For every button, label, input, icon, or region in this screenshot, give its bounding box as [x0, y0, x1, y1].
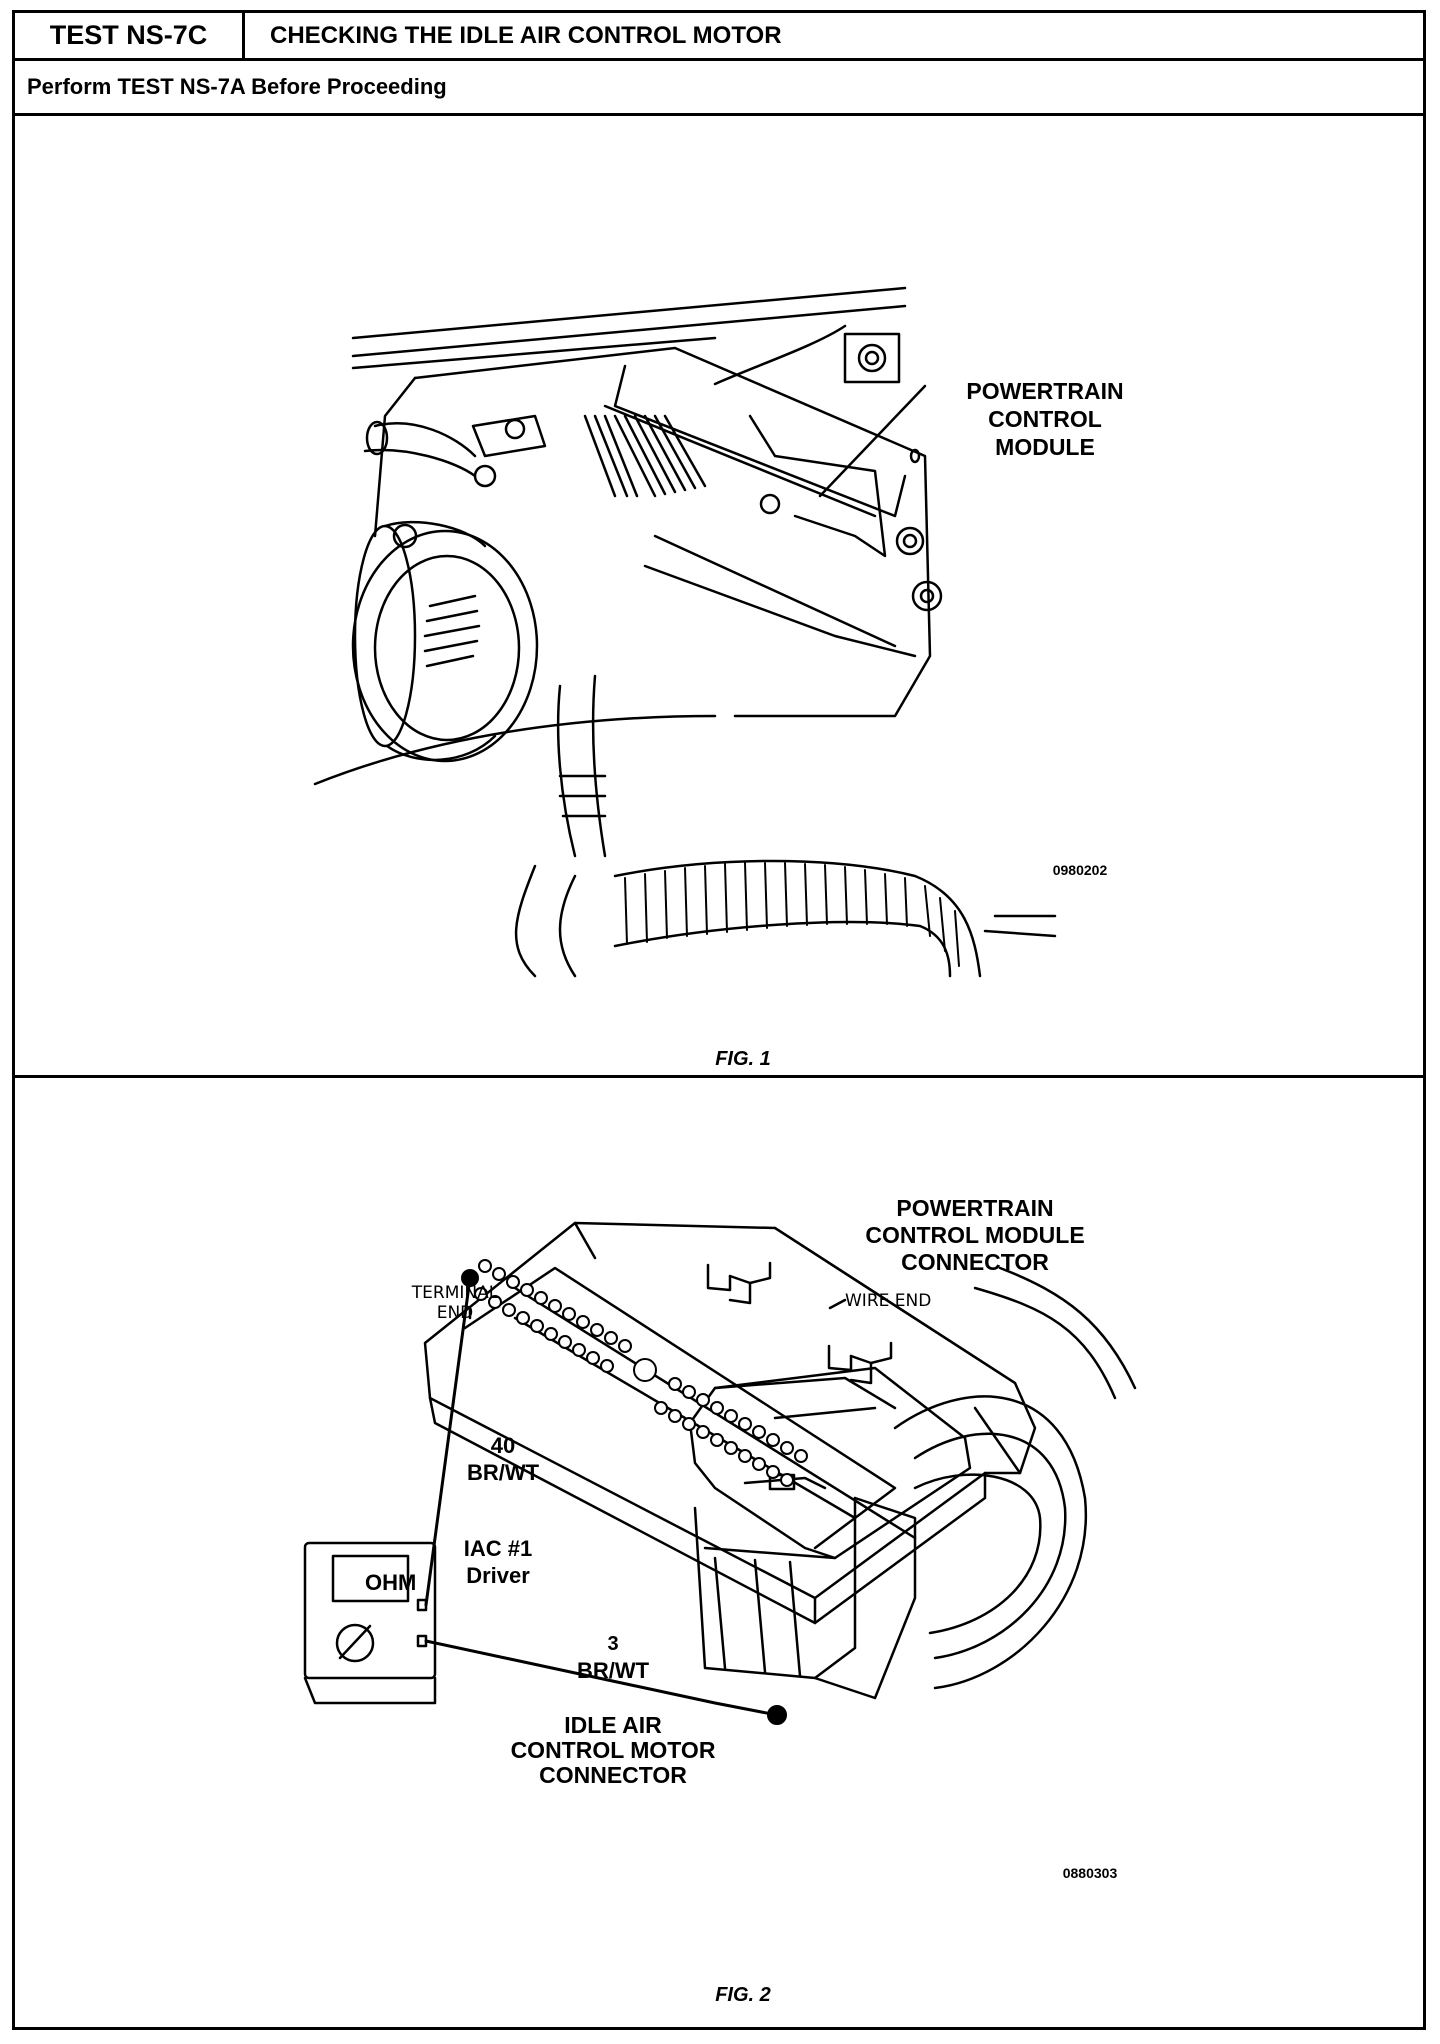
figure-1-panel: POWERTRAIN CONTROL MODULE 0980202 FIG. 1	[15, 116, 1423, 1078]
figure-2-ref-code: 0880303	[1063, 1865, 1118, 1881]
figure-1-caption: FIG. 1	[715, 1048, 771, 1070]
test-title: CHECKING THE IDLE AIR CONTROL MOTOR	[270, 21, 782, 49]
connector-test-illustration: OHM POWERTRAIN CONTROL MODULE CONNECTOR …	[303, 1195, 1137, 2006]
wire-end-label: WIRE END	[845, 1291, 931, 1311]
iac-driver-label-line1: IAC #1	[464, 1536, 532, 1561]
pin-40-number: 40	[491, 1433, 515, 1458]
pin-3-wire-color: BR/WT	[577, 1658, 650, 1683]
test-sheet: TEST NS-7C CHECKING THE IDLE AIR CONTROL…	[12, 10, 1426, 2030]
iac-driver-label-line2: Driver	[466, 1563, 530, 1588]
terminal-end-label-line1: TERMINAL	[411, 1283, 499, 1303]
iac-connector-label-line3: CONNECTOR	[539, 1762, 687, 1788]
iac-connector-label-line2: CONTROL MOTOR	[511, 1737, 716, 1763]
pin-40-wire-color: BR/WT	[467, 1460, 540, 1485]
header-row: TEST NS-7C CHECKING THE IDLE AIR CONTROL…	[15, 13, 1423, 61]
pcm-connector-label-line3: CONNECTOR	[901, 1249, 1049, 1275]
prerequisite-note: Perform TEST NS-7A Before Proceeding	[15, 61, 1423, 116]
pcm-label-line1: POWERTRAIN	[966, 378, 1123, 404]
pcm-location-illustration: POWERTRAIN CONTROL MODULE 0980202 FIG. 1	[313, 286, 1124, 1070]
pin-3-number: 3	[607, 1633, 618, 1655]
pcm-connector-label-line2: CONTROL MODULE	[865, 1222, 1084, 1248]
test-id: TEST NS-7C	[15, 13, 245, 58]
pcm-connector-label-line1: POWERTRAIN	[896, 1195, 1053, 1221]
figure-1-ref-code: 0980202	[1053, 862, 1108, 878]
figure-2-panel: OHM POWERTRAIN CONTROL MODULE CONNECTOR …	[15, 1078, 1423, 2030]
pcm-label-line3: MODULE	[995, 434, 1095, 460]
pcm-label-line2: CONTROL	[988, 406, 1102, 432]
meter-display: OHM	[365, 1570, 416, 1595]
terminal-end-label-line2: END	[437, 1303, 474, 1323]
iac-connector-label-line1: IDLE AIR	[564, 1712, 662, 1738]
figure-2-caption: FIG. 2	[715, 1984, 771, 2006]
